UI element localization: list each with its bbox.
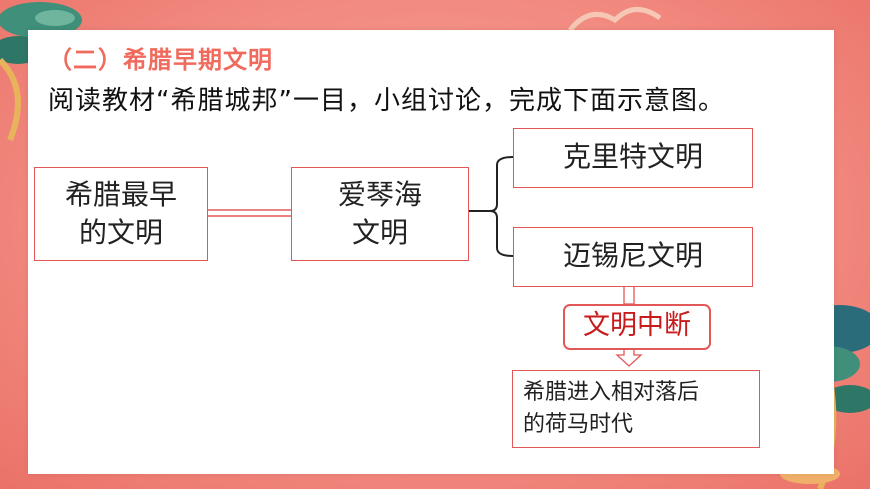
civilization-interruption-box: 文明中断 [563,304,711,350]
section-title: （二）希腊早期文明 [48,46,273,74]
aegean-line2: 文明 [351,216,408,249]
crete-civilization-box: 克里特文明 [513,128,753,188]
earliest-civilization-box: 希腊最早 的文明 [34,167,208,261]
mycenae-civilization-box: 迈锡尼文明 [513,227,753,287]
cloud-decoration-icon [568,7,662,32]
instruction-text: 阅读教材“希腊城邦”一目，小组讨论，完成下面示意图。 [48,86,725,116]
homeric-line2: 的荷马时代 [523,412,634,437]
brace-connector [469,156,514,257]
hollow-arrow-icon [623,284,635,305]
earliest-line1: 希腊最早 [64,178,177,211]
aegean-line1: 爱琴海 [337,178,422,211]
aegean-civilization-box: 爱琴海 文明 [291,167,469,261]
earliest-line2: 的文明 [78,216,163,249]
homeric-line1: 希腊进入相对落后 [523,380,700,405]
homeric-age-box: 希腊进入相对落后 的荷马时代 [512,370,760,448]
